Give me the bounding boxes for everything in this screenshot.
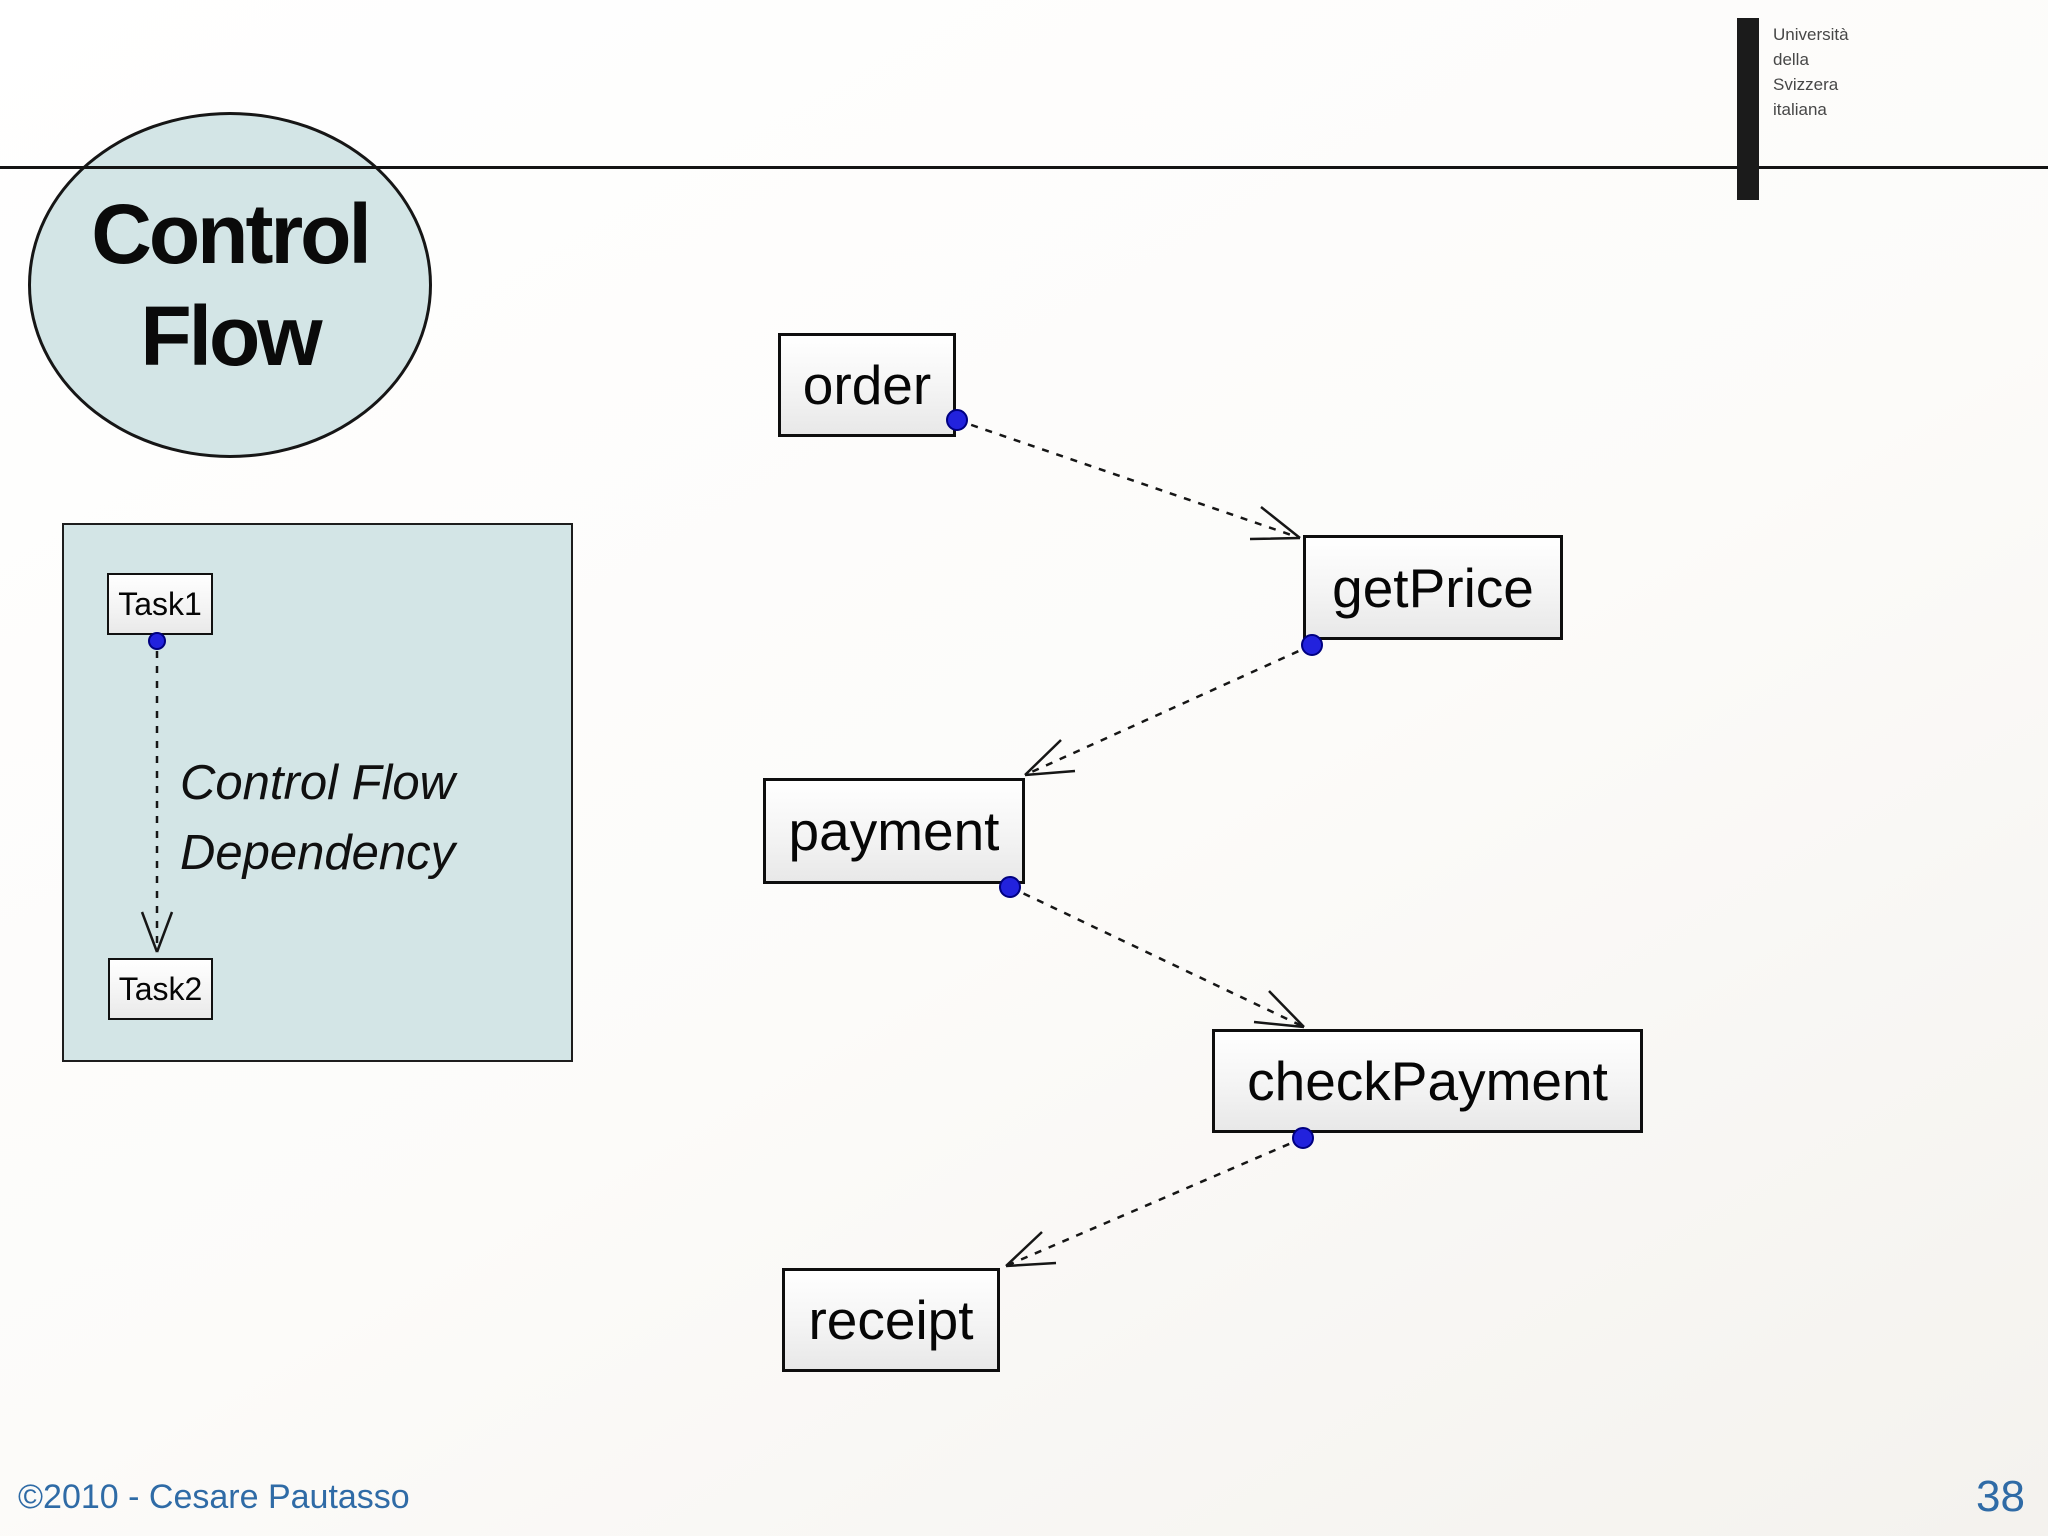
edge-order-getprice-arrowhead — [1249, 506, 1301, 541]
node-receipt-label: receipt — [808, 1289, 974, 1351]
logo-line-3: Svizzera — [1773, 75, 1839, 94]
node-payment-label: payment — [788, 800, 1000, 862]
node-checkpayment-label: checkPayment — [1247, 1050, 1608, 1112]
edge-order-getprice-line — [956, 418, 1301, 540]
node-getprice: getPrice — [1303, 535, 1563, 640]
edge-getprice-payment-line — [1024, 643, 1313, 777]
legend-caption-line1: Control Flow — [180, 756, 456, 810]
node-receipt: receipt — [782, 1268, 1000, 1372]
node-payment: payment — [763, 778, 1025, 884]
legend-caption: Control Flow Dependency — [180, 748, 455, 888]
legend-task2-box: Task2 — [108, 958, 213, 1020]
legend-caption-line2: Dependency — [180, 826, 456, 880]
edge-payment-checkpayment-line — [1009, 885, 1305, 1029]
page-title-line2: Flow — [140, 289, 322, 383]
title-ellipse — [28, 112, 432, 458]
header-rule — [0, 166, 2048, 169]
page-number: 38 — [1976, 1472, 2025, 1521]
node-order: order — [778, 333, 956, 437]
logo-line-4: italiana — [1773, 100, 1827, 119]
edge-getprice-payment-arrowhead — [1024, 739, 1076, 777]
university-logo-text: Università della Svizzera italiana — [1773, 22, 1933, 122]
page-title: Control Flow — [28, 112, 432, 458]
university-logo-bar — [1737, 18, 1759, 200]
node-checkpayment: checkPayment — [1212, 1029, 1643, 1133]
logo-line-1: Università — [1773, 25, 1849, 44]
legend-task1-box: Task1 — [107, 573, 213, 635]
node-order-label: order — [802, 354, 932, 416]
logo-line-2: della — [1773, 50, 1809, 69]
node-getprice-label: getPrice — [1332, 556, 1534, 619]
edge-payment-checkpayment-arrowhead — [1253, 990, 1305, 1029]
legend-task2-label: Task2 — [118, 970, 203, 1007]
copyright-text: ©2010 - Cesare Pautasso — [18, 1478, 410, 1516]
edge-checkpayment-receipt-line — [1005, 1136, 1304, 1268]
edge-checkpayment-receipt-arrowhead — [1005, 1231, 1057, 1268]
page-title-line1: Control — [91, 186, 372, 281]
legend-task1-label: Task1 — [118, 585, 202, 622]
